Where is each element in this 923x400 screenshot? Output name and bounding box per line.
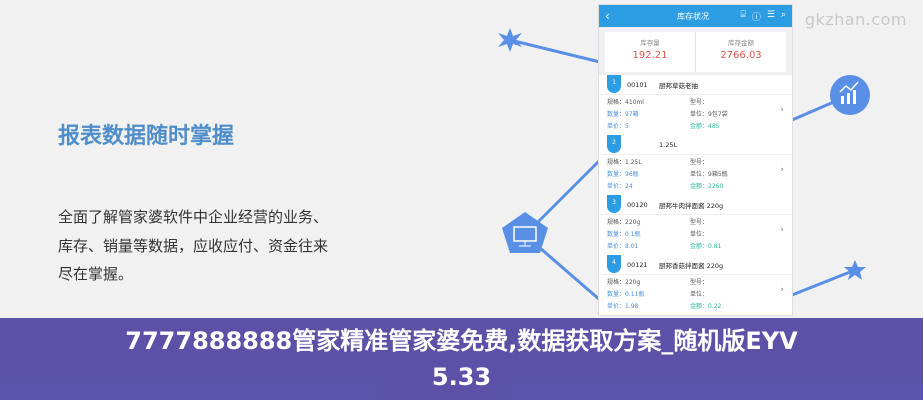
item-detail-row: 规格：220g 型号： xyxy=(599,275,792,287)
item-field: 数量：96瓶 xyxy=(607,170,639,178)
burst-icon xyxy=(498,28,522,52)
item-field: 型号： xyxy=(690,98,709,106)
item-field: 规格：220g xyxy=(607,278,641,286)
item-detail-row: 规格：220g 型号： xyxy=(599,215,792,227)
banner-title-line: 7777888888管家精准管家婆免费,数据获取方案_随机版EYV xyxy=(125,327,798,355)
inventory-item[interactable]: 2 1.25L 规格：1.25L 型号： 数量：96瓶 单位：9箱5瓶 › 单价：24 金额：… xyxy=(599,135,792,195)
item-code: 00120 xyxy=(627,200,648,209)
item-name: 厨邦香菇拌面酱 220g xyxy=(659,261,724,270)
promo-line: 全面了解管家婆软件中企业经营的业务、 xyxy=(58,208,329,226)
item-field: 数量：97箱 xyxy=(607,110,639,118)
item-detail-row: 规格：1.25L 型号： xyxy=(599,155,792,167)
item-field: 单位：9包7袋 xyxy=(690,110,728,118)
item-detail-row: 单价：5 金额：485 xyxy=(599,119,792,131)
promo-line: 尽在掌握。 xyxy=(58,265,134,283)
item-detail-row: 数量：0.1瓶 单位： › xyxy=(599,225,792,239)
app-header: ‹ 库存状况 ⌸ ⓘ ☰ ⌕ xyxy=(599,5,792,27)
stock-amount-value: 2766.03 xyxy=(720,50,762,61)
item-field: 金额：0.22 xyxy=(690,302,722,310)
item-field: 单价：8.01 xyxy=(607,242,639,250)
stock-qty-label: 库存量 xyxy=(640,39,660,47)
search-icon[interactable]: ⌕ xyxy=(780,9,786,20)
inventory-item[interactable]: 3 00120 厨邦牛肉拌面酱 220g 规格：220g 型号： 数量：0.1瓶 单位：… xyxy=(599,195,792,255)
item-field: 金额：2260 xyxy=(690,182,724,190)
back-icon[interactable]: ‹ xyxy=(605,9,610,23)
item-field: 单价：5 xyxy=(607,122,629,130)
chevron-right-icon[interactable]: › xyxy=(780,285,784,295)
item-number-badge: 3 xyxy=(607,195,621,213)
chevron-right-icon[interactable]: › xyxy=(780,225,784,235)
item-field: 单位： xyxy=(690,230,709,238)
item-code: 00101 xyxy=(627,80,648,89)
item-detail-row: 单价：8.01 金额：0.81 xyxy=(599,239,792,251)
phone-screenshot: ‹ 库存状况 ⌸ ⓘ ☰ ⌕ 库存量 192.21 库存金额 2766.03 1 0… xyxy=(598,4,793,316)
info-icon[interactable]: ⓘ xyxy=(751,12,761,23)
title-banner: 7777888888管家精准管家婆免费,数据获取方案_随机版EYV 5.33 xyxy=(0,318,923,400)
monitor-icon xyxy=(502,212,548,253)
item-detail-row: 规格：410ml 型号： xyxy=(599,95,792,107)
item-number-badge: 4 xyxy=(607,255,621,273)
item-field: 单价：24 xyxy=(607,182,633,190)
banner-title-line: 5.33 xyxy=(431,363,492,391)
item-field: 规格：220g xyxy=(607,218,641,226)
item-code: 00121 xyxy=(627,260,648,269)
item-field: 金额：0.81 xyxy=(690,242,722,250)
promo-heading: 报表数据随时掌握 xyxy=(58,124,235,149)
item-field: 数量：0.1瓶 xyxy=(607,230,641,238)
app-title: 库存状况 xyxy=(677,11,709,21)
menu-icon[interactable]: ☰ xyxy=(766,9,775,20)
scan-icon[interactable]: ⌸ xyxy=(740,9,746,20)
watermark: gkzhan.com xyxy=(804,10,907,29)
item-field: 单位：9箱5瓶 xyxy=(690,170,728,178)
item-name: 1.25L xyxy=(659,140,678,149)
inventory-item[interactable]: 4 00121 厨邦香菇拌面酱 220g 规格：220g 型号： 数量：0.11瓶 单位… xyxy=(599,255,792,315)
inventory-item[interactable]: 1 00101 厨邦草菇老抽规格：410ml 型号： 数量：97箱 单位：9包7袋 › 单… xyxy=(599,75,792,135)
item-field: 单位： xyxy=(690,290,709,298)
item-detail-row: 数量：96瓶 单位：9箱5瓶 › xyxy=(599,165,792,179)
item-field: 型号： xyxy=(690,158,709,166)
item-name: 厨邦牛肉拌面酱 220g xyxy=(659,201,724,210)
chevron-right-icon[interactable]: › xyxy=(780,105,784,115)
stock-qty-value: 192.21 xyxy=(632,50,668,61)
stock-amount-label: 库存金额 xyxy=(728,39,754,47)
item-number-badge: 2 xyxy=(607,135,621,153)
stock-summary: 库存量 192.21 库存金额 2766.03 xyxy=(605,32,786,72)
star-icon xyxy=(844,260,866,280)
item-field: 规格：410ml xyxy=(607,98,644,106)
item-detail-row: 单价：24 金额：2260 xyxy=(599,179,792,191)
item-field: 金额：485 xyxy=(690,122,720,130)
item-number-badge: 1 xyxy=(607,75,621,93)
item-detail-row: 单价：1.98 金额：0.22 xyxy=(599,299,792,311)
item-field: 型号： xyxy=(690,218,709,226)
chart-growth-icon xyxy=(830,75,870,115)
item-detail-row: 数量：0.11瓶 单位： › xyxy=(599,285,792,299)
item-field: 规格：1.25L xyxy=(607,158,642,166)
item-field: 数量：0.11瓶 xyxy=(607,290,645,298)
item-field: 型号： xyxy=(690,278,709,286)
promo-line: 库存、销量等数据，应收应付、资金往来 xyxy=(58,237,329,255)
item-field: 单价：1.98 xyxy=(607,302,639,310)
item-name: 厨邦草菇老抽 xyxy=(659,81,698,90)
chevron-right-icon[interactable]: › xyxy=(780,165,784,175)
item-detail-row: 数量：97箱 单位：9包7袋 › xyxy=(599,105,792,119)
